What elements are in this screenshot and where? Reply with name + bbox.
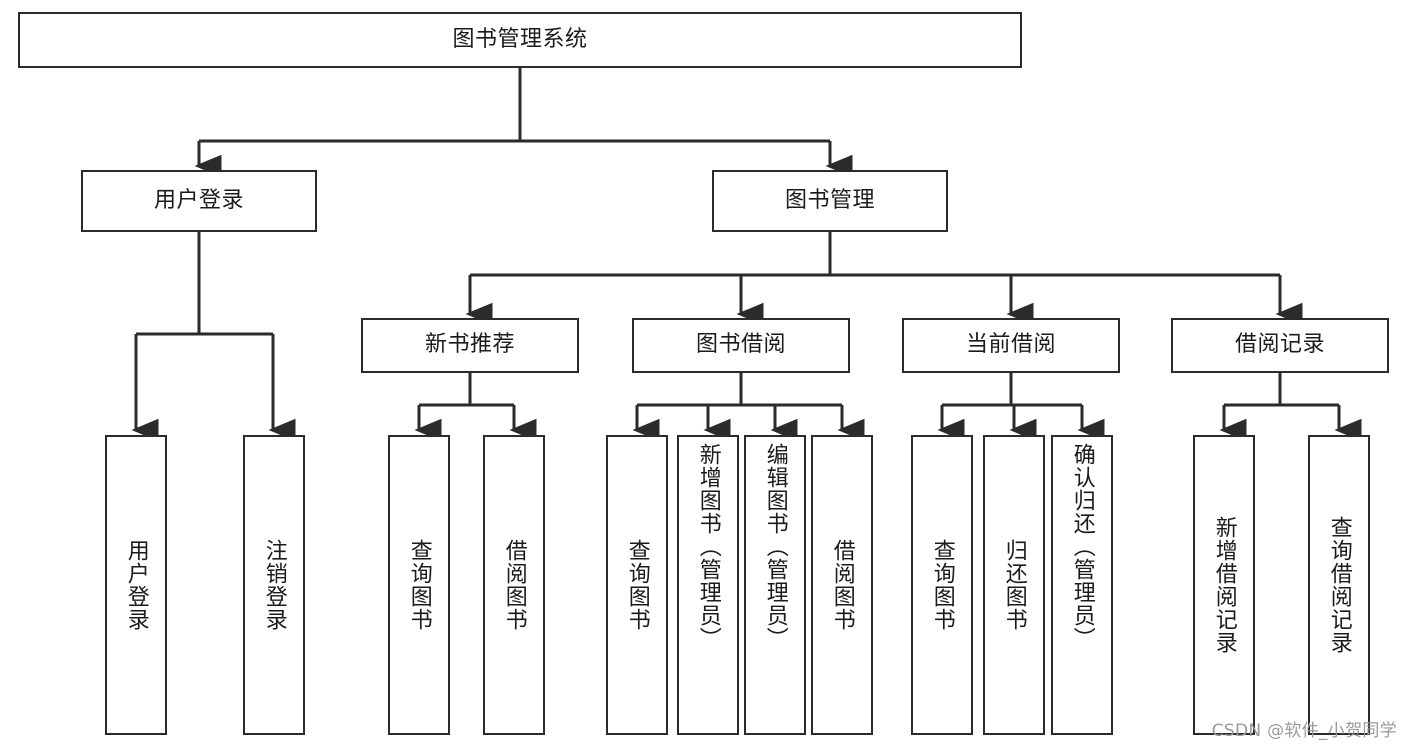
node-user-login-label: 用户登录 bbox=[153, 187, 244, 213]
leaf-edit-book-admin[interactable]: 编辑图书（管理员） bbox=[744, 435, 806, 735]
node-book-borrow[interactable]: 图书借阅 bbox=[632, 318, 850, 373]
leaf-add-borrow-record[interactable]: 新增借阅记录 bbox=[1193, 435, 1255, 735]
edges-newbook-to-leaves bbox=[417, 373, 516, 414]
edges-currentborrow-to-leaves bbox=[940, 373, 1084, 414]
leaf-query-book-current-label: 查询图书 bbox=[929, 539, 955, 631]
leaf-query-book-rec-label: 查询图书 bbox=[406, 539, 432, 631]
node-root-label: 图书管理系统 bbox=[452, 26, 588, 52]
leaf-query-book-current[interactable]: 查询图书 bbox=[911, 435, 973, 735]
leaf-borrow-book-label: 借阅图书 bbox=[829, 539, 855, 631]
node-book-manage[interactable]: 图书管理 bbox=[712, 170, 948, 232]
leaf-return-book[interactable]: 归还图书 bbox=[983, 435, 1045, 735]
leaf-add-borrow-record-label: 新增借阅记录 bbox=[1211, 516, 1237, 654]
leaf-confirm-return-admin[interactable]: 确认归还（管理员） bbox=[1051, 435, 1113, 735]
leaf-confirm-return-admin-label: 确认归还（管理员） bbox=[1069, 443, 1095, 650]
leaf-logout-label: 注销登录 bbox=[261, 539, 287, 631]
edges-userlogin-to-leaves bbox=[134, 232, 275, 414]
node-new-book-recommend-label: 新书推荐 bbox=[424, 332, 515, 358]
leaf-query-borrow-record[interactable]: 查询借阅记录 bbox=[1308, 435, 1370, 735]
edges-borrowrecord-to-leaves bbox=[1222, 373, 1341, 414]
leaf-query-book-rec[interactable]: 查询图书 bbox=[388, 435, 450, 735]
arrowheads-bookborrow-leaves bbox=[632, 414, 865, 442]
node-new-book-recommend[interactable]: 新书推荐 bbox=[361, 318, 579, 373]
leaf-add-book-admin[interactable]: 新增图书（管理员） bbox=[677, 435, 739, 735]
leaf-borrow-book-rec[interactable]: 借阅图书 bbox=[483, 435, 545, 735]
leaf-user-login[interactable]: 用户登录 bbox=[105, 435, 167, 735]
node-book-borrow-label: 图书借阅 bbox=[695, 332, 786, 358]
leaf-query-book-borrow-label: 查询图书 bbox=[624, 539, 650, 631]
node-root[interactable]: 图书管理系统 bbox=[18, 12, 1022, 68]
arrowheads-level3 bbox=[465, 300, 1303, 326]
arrowheads-userlogin-leaves bbox=[131, 414, 296, 442]
leaf-user-login-label: 用户登录 bbox=[123, 539, 149, 631]
arrowheads-borrowrecord-leaves bbox=[1219, 414, 1362, 442]
leaf-borrow-book[interactable]: 借阅图书 bbox=[811, 435, 873, 735]
node-user-login[interactable]: 用户登录 bbox=[81, 170, 317, 232]
leaf-logout[interactable]: 注销登录 bbox=[243, 435, 305, 735]
csdn-watermark: CSDN @软件_小贺同学 bbox=[1211, 721, 1397, 741]
arrowheads-level2 bbox=[194, 152, 853, 178]
node-borrow-record[interactable]: 借阅记录 bbox=[1171, 318, 1389, 373]
leaf-return-book-label: 归还图书 bbox=[1001, 539, 1027, 631]
arrowheads-newbook-leaves bbox=[414, 414, 537, 442]
node-book-manage-label: 图书管理 bbox=[784, 187, 875, 213]
edges-root-to-level2 bbox=[197, 68, 832, 152]
leaf-query-borrow-record-label: 查询借阅记录 bbox=[1326, 516, 1352, 654]
leaf-query-book-borrow[interactable]: 查询图书 bbox=[606, 435, 668, 735]
node-current-borrow-label: 当前借阅 bbox=[965, 332, 1056, 358]
edges-bookborrow-to-leaves bbox=[635, 373, 844, 414]
arrowheads-currentborrow-leaves bbox=[937, 414, 1105, 442]
leaf-edit-book-admin-label: 编辑图书（管理员） bbox=[762, 443, 788, 650]
node-current-borrow[interactable]: 当前借阅 bbox=[902, 318, 1120, 373]
leaf-add-book-admin-label: 新增图书（管理员） bbox=[695, 443, 721, 650]
leaf-borrow-book-rec-label: 借阅图书 bbox=[501, 539, 527, 631]
edges-bookmanage-to-level3 bbox=[468, 232, 1282, 300]
node-borrow-record-label: 借阅记录 bbox=[1234, 332, 1325, 358]
